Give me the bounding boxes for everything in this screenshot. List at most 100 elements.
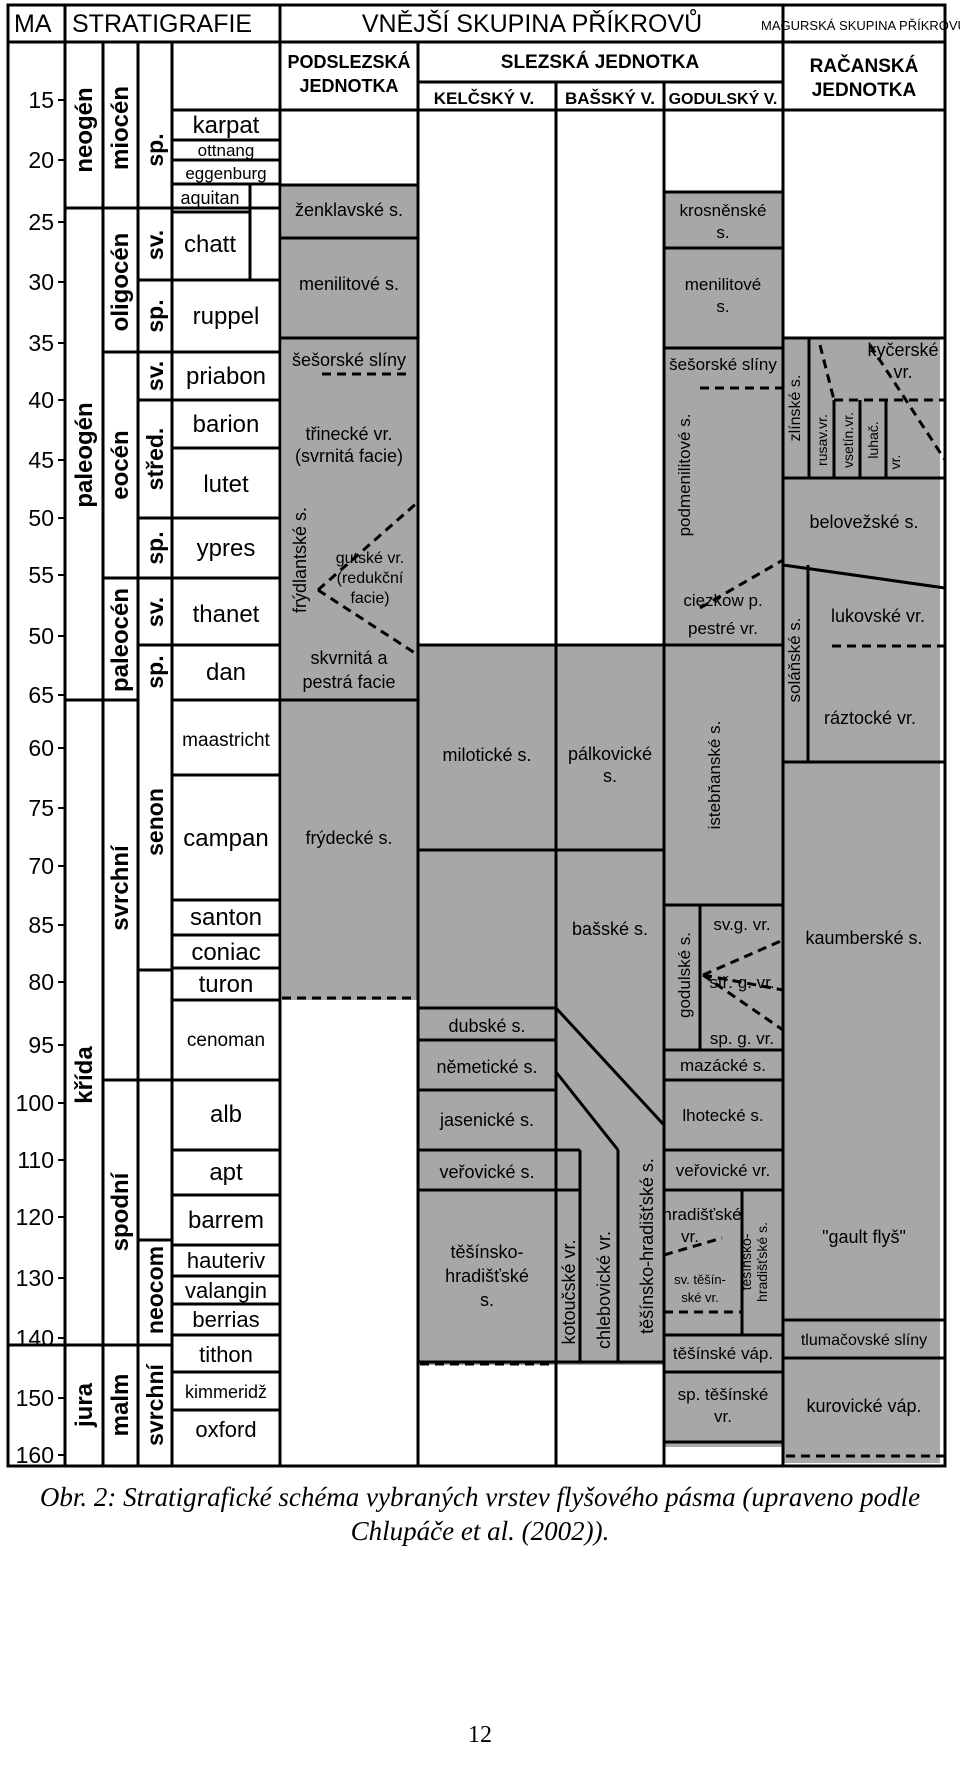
stage-label: campan (183, 825, 268, 852)
stage-label: alb (210, 1101, 242, 1128)
godulsky-fill (665, 192, 782, 1447)
ma-label: 130 (16, 1265, 54, 1291)
unit-label: rusav.vr. (814, 414, 830, 466)
subseries-label: neocom (142, 1246, 168, 1334)
stage-label: kimmeridž (185, 1382, 267, 1402)
kelcsky-labels: milotické s. dubské s. němetické s. jase… (436, 745, 537, 1310)
ma-label: 95 (28, 1032, 54, 1058)
unit-label: šešorské slíny (669, 355, 777, 374)
unit-label: vsetín.vr. (840, 412, 856, 468)
bassky-fill (557, 645, 663, 1365)
unit-label: mazácké s. (680, 1056, 766, 1075)
series-label: eocén (107, 430, 134, 499)
unit-label: menilitové s. (299, 274, 399, 294)
subseries-label: sp. (142, 655, 168, 688)
unit-label: hradišťské s. (754, 1222, 770, 1302)
ma-label: 35 (28, 330, 54, 356)
ma-label: 85 (28, 912, 54, 938)
unit-label: stř. g. vr. (709, 973, 774, 992)
unit-label: ské vr. (681, 1290, 719, 1305)
stage-label: karpat (193, 112, 260, 139)
racanska-labels: kyčerské vr. zlínské s. rusav.vr. vsetín… (785, 340, 939, 1416)
ma-label: 40 (28, 387, 54, 413)
header-magurska: MAGURSKÁ SKUPINA PŘÍKROVŮ (761, 18, 960, 33)
unit-label: tlumačovské slíny (801, 1332, 927, 1349)
stage-label: turon (199, 971, 254, 998)
unit-label: těšínsko- (738, 1233, 754, 1290)
ma-label: 45 (28, 447, 54, 473)
unit-label: "gault flyš" (822, 1227, 906, 1247)
unit-label: ženklavské s. (295, 200, 403, 220)
stage-labels: karpat ottnang eggenburg aquitan chatt r… (180, 112, 270, 1442)
ma-label: 80 (28, 969, 54, 995)
subseries-label: střed. (142, 428, 168, 491)
header: MA STRATIGRAFIE VNĚJŠÍ SKUPINA PŘÍKROVŮ … (14, 7, 960, 108)
ma-label: 25 (28, 209, 54, 235)
stage-label: oxford (195, 1417, 256, 1442)
line (554, 1071, 620, 1151)
system-label: jura (71, 1382, 98, 1428)
grey-fills (282, 185, 940, 1463)
unit-label: němetické s. (436, 1057, 537, 1077)
unit-label: kyčerské (867, 340, 938, 360)
stage-label: cenoman (187, 1030, 265, 1051)
dashed-line (702, 973, 784, 992)
unit-label: gutské vr. (336, 550, 404, 567)
header-godulsky: GODULSKÝ V. (669, 89, 778, 108)
series-label: spodní (107, 1171, 134, 1251)
podslezska-fill (282, 185, 417, 1000)
line (554, 1006, 666, 1127)
dashed-line (317, 588, 419, 657)
subseries-label: sp. (142, 531, 168, 564)
unit-label: (svrnitá facie) (295, 446, 403, 466)
ma-label: 160 (16, 1442, 54, 1468)
system-label: křída (71, 1046, 98, 1104)
subseries-label: sp. (142, 133, 168, 166)
unit-label: zlínské s. (787, 375, 804, 442)
unit-label: (redukční (337, 570, 404, 587)
unit-label: třinecké vr. (305, 424, 392, 444)
ma-label: 140 (16, 1325, 54, 1351)
stage-label: ypres (197, 535, 256, 562)
unit-label: milotické s. (442, 745, 531, 765)
ma-label: 100 (16, 1090, 54, 1116)
unit-label: podmenilitové s. (675, 414, 694, 537)
unit-label: frýdecké s. (305, 828, 392, 848)
unit-label: šešorské slíny (292, 350, 406, 370)
dashed-line (317, 500, 419, 592)
stage-label: barrem (188, 1207, 264, 1234)
system-labels: neogén paleogén křída jura (71, 87, 98, 1428)
header-podslezska: JEDNOTKA (299, 76, 398, 96)
unit-label: s. (716, 223, 729, 242)
unit-label: kaumberské s. (805, 928, 922, 948)
bassky-labels: pálkovické s. bašské s. kotoučské vr. ch… (559, 744, 657, 1349)
series-label: oligocén (107, 233, 134, 332)
figure-caption: Obr. 2: Stratigrafické schéma vybraných … (0, 1480, 960, 1548)
unit-label: vr. (887, 455, 903, 470)
unit-label: bašské s. (572, 919, 648, 939)
dashed-line (868, 344, 947, 461)
series-label: malm (107, 1374, 134, 1437)
unit-label: ciezkow p. (683, 591, 762, 610)
unit-label: vr. (893, 362, 912, 382)
dashed-lines (282, 344, 947, 1458)
dashed-line (818, 344, 836, 401)
unit-label: pestré vr. (688, 619, 758, 638)
unit-label: veřovické s. (439, 1162, 534, 1182)
ma-axis (58, 99, 66, 1456)
ma-label: 120 (16, 1204, 54, 1230)
caption-line: Obr. 2: Stratigrafické schéma vybraných … (39, 1482, 921, 1512)
unit-label: chlebovické vr. (594, 1231, 614, 1349)
unit-label: soláňské s. (785, 617, 804, 702)
subseries-label: sp. (142, 299, 168, 332)
godulsky-labels: krosněnské s. menilitové s. šešorské slí… (662, 201, 777, 1426)
stage-label: chatt (184, 231, 236, 258)
ma-label: 75 (28, 795, 54, 821)
ma-label: 50 (28, 505, 54, 531)
stage-label: dan (206, 659, 246, 686)
stage-label: valangin (185, 1278, 267, 1303)
unit-label: hradišťské (445, 1266, 529, 1286)
stage-label: ottnang (198, 141, 255, 160)
stratigraphic-chart: 15 20 25 30 35 40 45 50 55 50 65 60 75 7… (6, 3, 960, 1468)
unit-label: facie) (350, 590, 389, 607)
